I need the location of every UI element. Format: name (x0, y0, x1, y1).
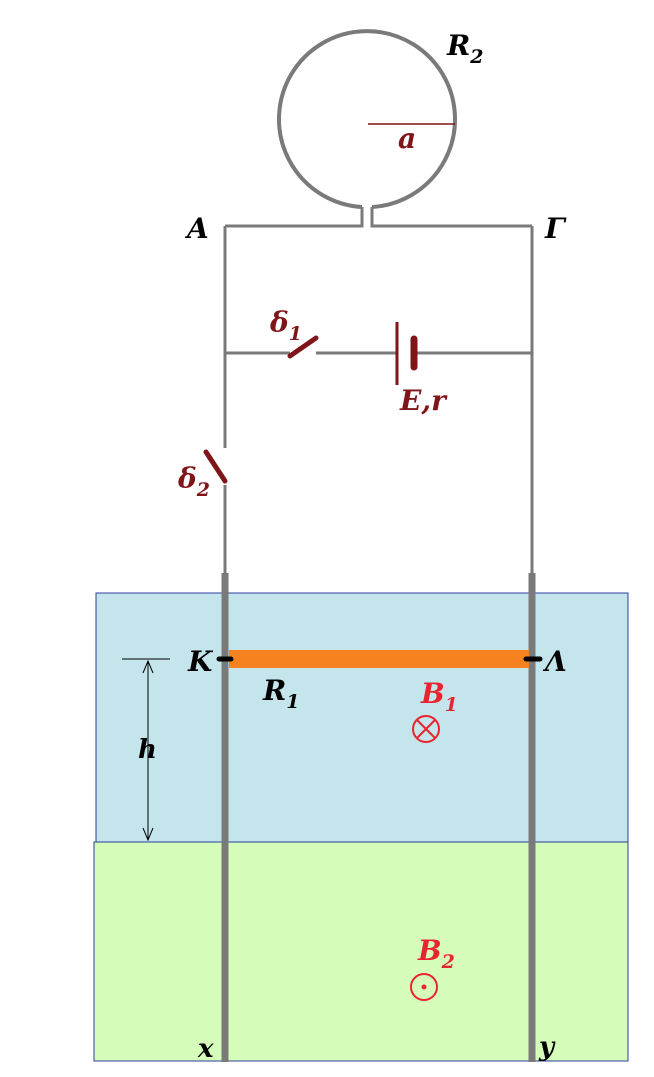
h-arrow-bottom (142, 827, 154, 842)
label-delta1: δ1 (269, 306, 302, 345)
label-r2: R2 (446, 29, 484, 68)
label-battery: E,r (399, 384, 448, 417)
field-out-of-page-icon (410, 973, 438, 1001)
ring-lead-right (370, 207, 532, 228)
ring-conductor (277, 29, 457, 209)
label-r1: R1 (262, 674, 300, 713)
label-radius-a: a (398, 122, 416, 155)
label-b2: B2 (417, 934, 455, 973)
switch-delta2 (203, 449, 228, 484)
field-region-b2 (93, 841, 629, 1062)
label-k: K (187, 645, 214, 678)
label-y: y (538, 1032, 556, 1062)
field-region-b1 (95, 592, 629, 843)
label-lambda: Λ (542, 645, 567, 678)
label-b1: B1 (420, 677, 458, 716)
switch-delta1 (287, 335, 319, 359)
label-delta2: δ2 (177, 462, 210, 501)
label-gamma: Γ (544, 212, 567, 245)
label-a: A (184, 212, 209, 245)
label-x: x (197, 1034, 214, 1064)
ring-lead-left (225, 207, 364, 228)
label-h: h (138, 735, 157, 765)
h-arrow-top (142, 659, 154, 674)
rod-r1 (229, 650, 529, 668)
field-into-page-icon (412, 715, 440, 743)
